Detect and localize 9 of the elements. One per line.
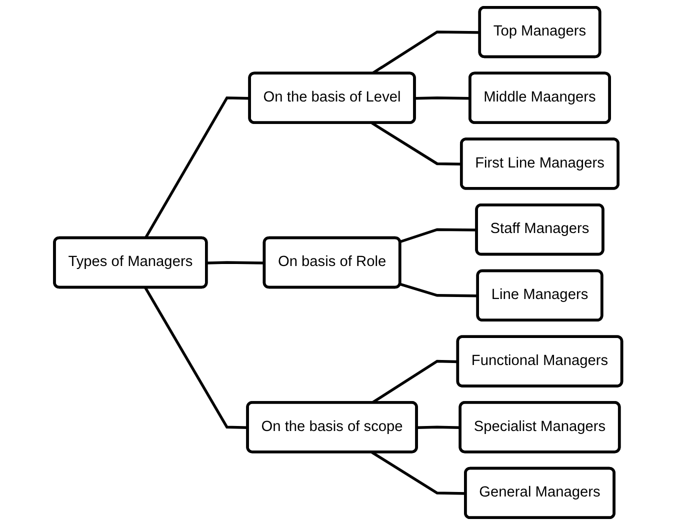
connector	[372, 451, 466, 495]
connector	[372, 122, 462, 166]
connector	[400, 228, 478, 244]
connector	[144, 96, 250, 239]
connector	[400, 282, 478, 298]
connector	[207, 261, 266, 264]
connector	[417, 426, 461, 429]
connector	[415, 96, 471, 100]
connector	[144, 286, 248, 429]
